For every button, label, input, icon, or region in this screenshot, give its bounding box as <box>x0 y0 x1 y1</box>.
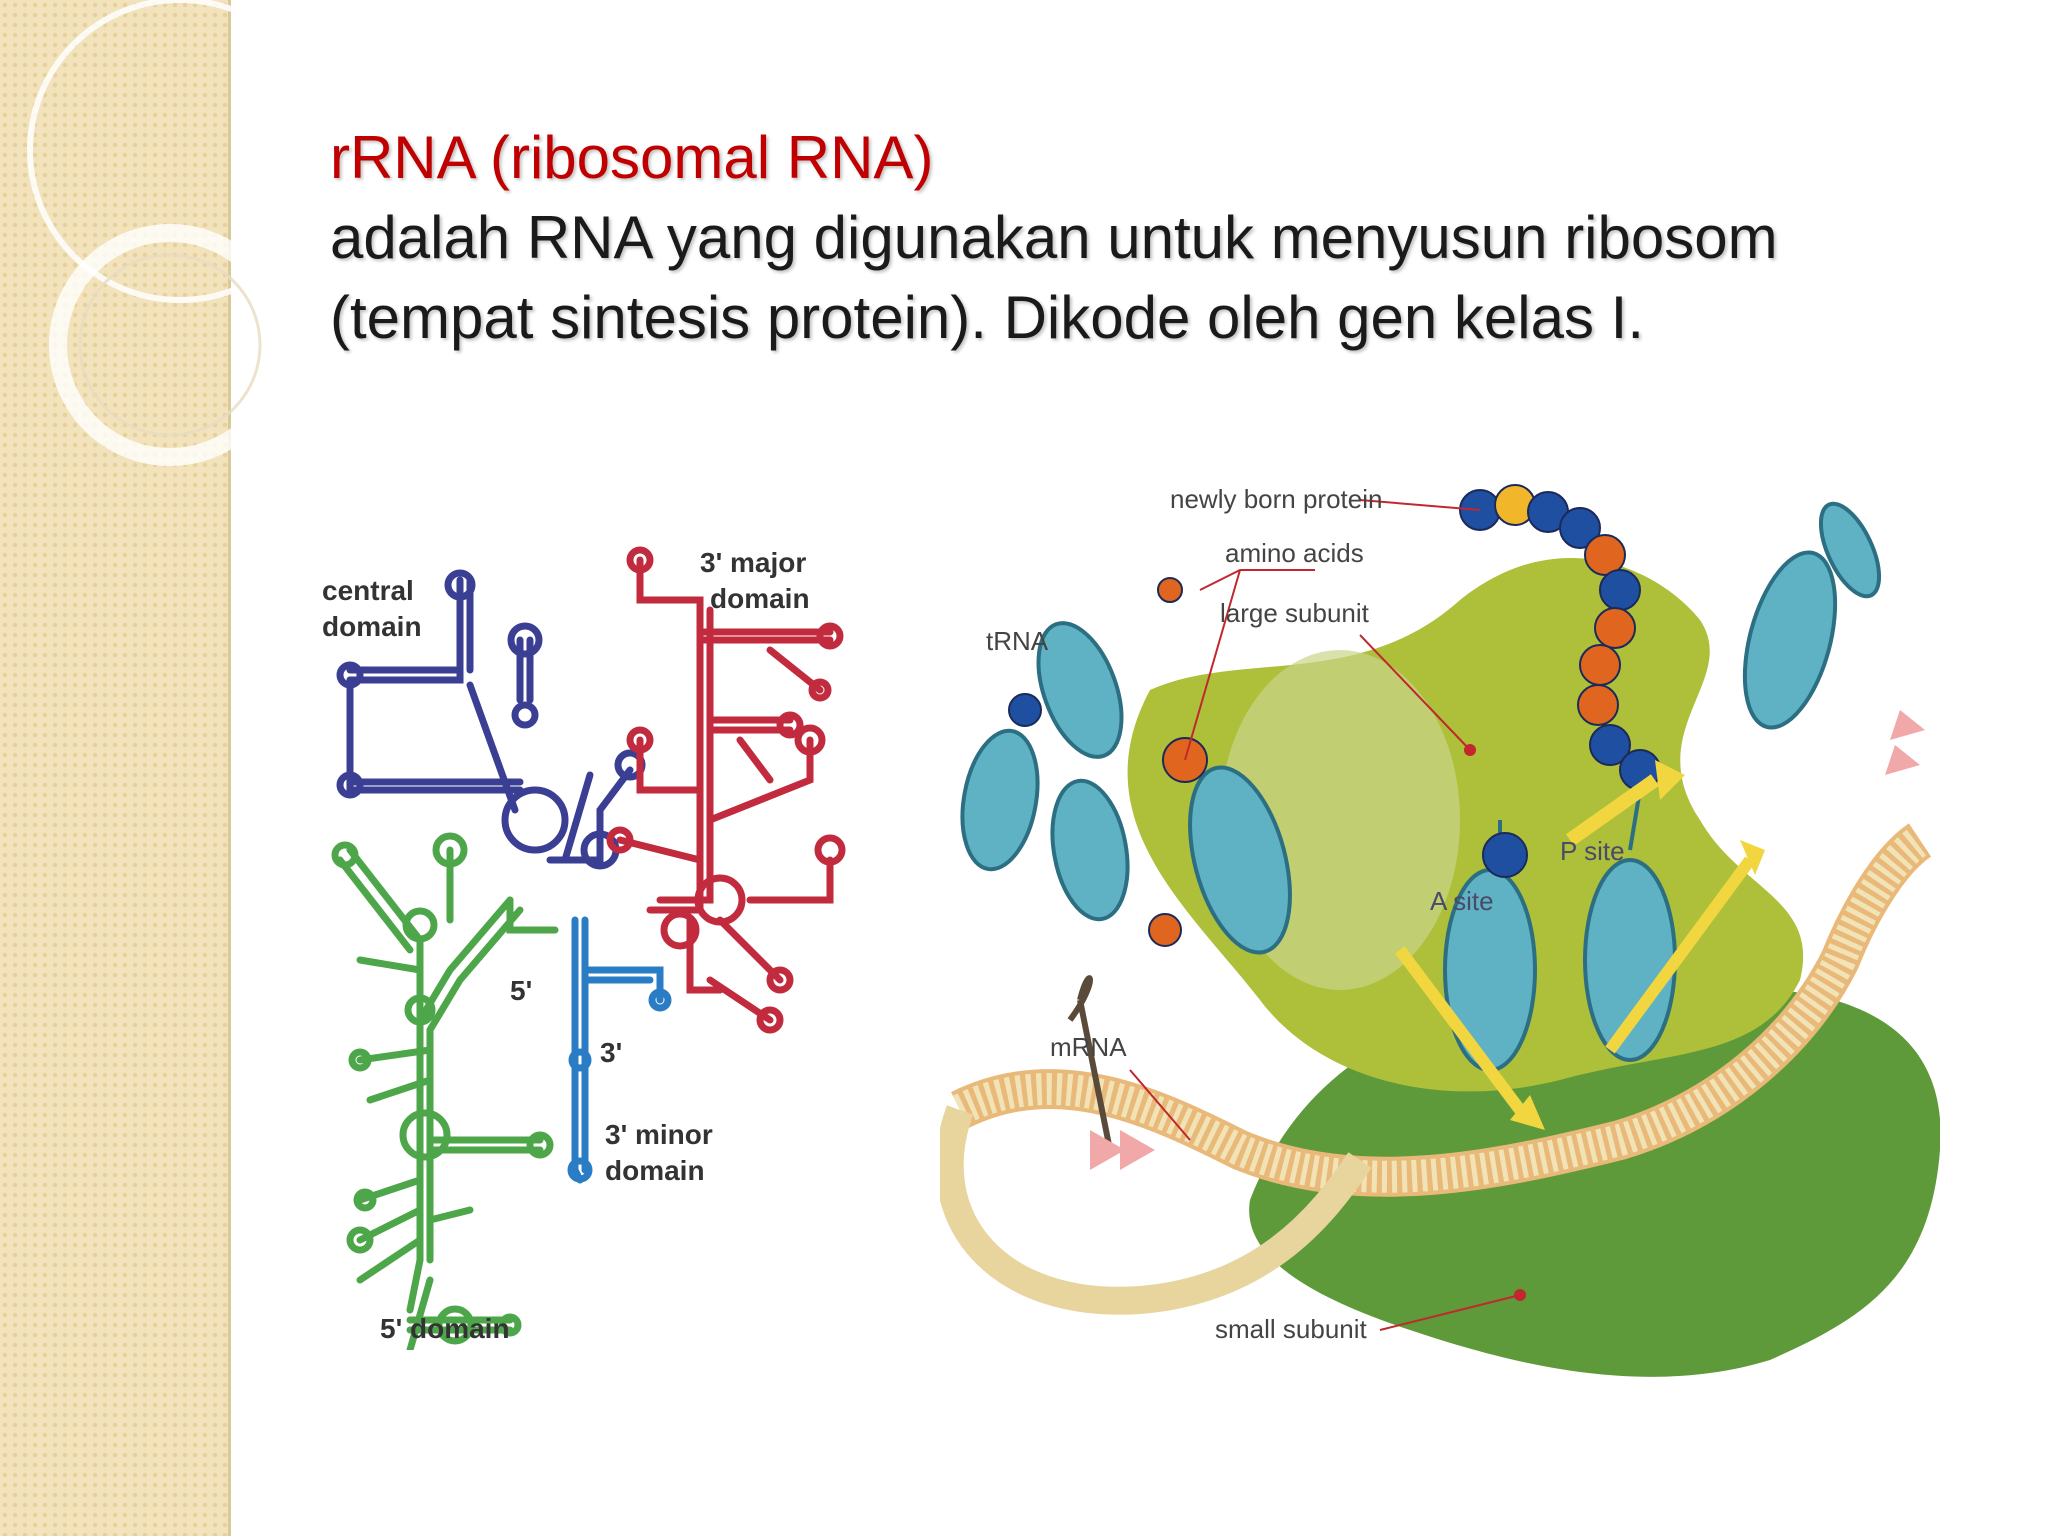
slide-title: rRNA (ribosomal RNA) <box>330 124 934 191</box>
flow-arrow-3 <box>1395 946 1525 1114</box>
small-subunit-label: small subunit <box>1215 1314 1368 1344</box>
major-domain-structure <box>616 556 834 1024</box>
amino-acids-label: amino acids <box>1225 538 1364 568</box>
amino-acid-1 <box>1157 577 1183 603</box>
slide-body: adalah RNA yang digunakan untuk menyusun… <box>330 204 1778 351</box>
trna-label: tRNA <box>986 626 1049 656</box>
three-prime-label: 3' <box>600 1037 622 1068</box>
five-prime-domain-structure <box>336 846 559 1350</box>
rrna-secondary-structure-diagram: central domain 3' major domain 5' 3' 3' … <box>322 546 846 1350</box>
minor-domain-label-line2: domain <box>605 1155 705 1186</box>
direction-chevrons <box>1090 710 1925 1170</box>
central-domain-label-line2: domain <box>322 611 422 642</box>
major-domain-label-line1: 3' major <box>700 547 806 578</box>
minor-domain-label-line1: 3' minor <box>605 1119 713 1150</box>
newly-born-protein-label: newly born protein <box>1170 484 1382 514</box>
trna-molecules <box>960 501 1882 1072</box>
a-site-label: A site <box>1430 886 1494 916</box>
amino-acid-5 <box>1482 832 1528 878</box>
flow-arrow-1 <box>1565 774 1660 846</box>
flow-arrow-2 <box>1605 856 1755 1054</box>
amino-acid-2 <box>1008 693 1042 727</box>
decorative-rings <box>27 0 300 466</box>
mrna-label: mRNA <box>1050 1032 1127 1062</box>
central-domain-label-line1: central <box>322 575 414 606</box>
amino-acid-4 <box>1148 913 1182 947</box>
p-site-label: P site <box>1560 836 1625 866</box>
five-prime-label: 5' <box>510 975 532 1006</box>
major-domain-label-line2: domain <box>710 583 810 614</box>
large-subunit-label: large subunit <box>1220 598 1370 628</box>
sidebar-edge <box>228 0 231 1536</box>
ribosome-translation-diagram: newly born protein amino acids large sub… <box>940 484 1940 1377</box>
five-domain-label: 5' domain <box>380 1313 510 1344</box>
